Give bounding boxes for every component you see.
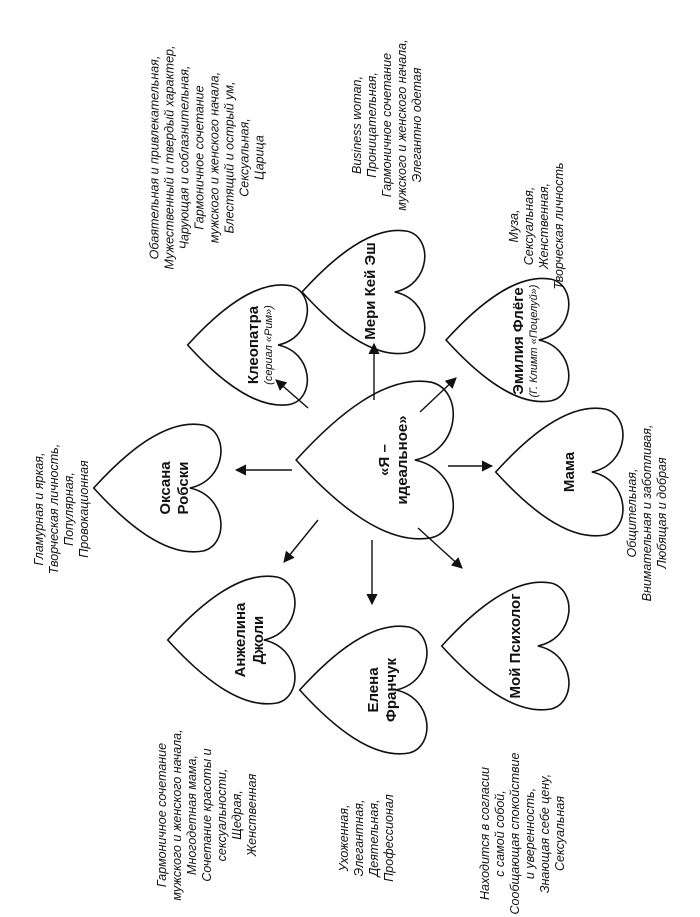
elena-label-text: Елена Франчук xyxy=(365,658,400,722)
heart-label-mama: Мама xyxy=(543,427,578,517)
heart-label-psiholog: Мой Психолог xyxy=(489,591,533,701)
psiholog-label-text: Мой Психолог xyxy=(507,593,524,699)
mama-label-text: Мама xyxy=(561,451,578,493)
traits-kleopatra: Обаятельная и привлекательная, Мужествен… xyxy=(147,45,267,270)
traits-mama: Общительная, Внимательная и заботливая, … xyxy=(625,424,669,602)
meri-label-text: Мери Кей Эш xyxy=(362,242,379,340)
traits-emilia: Муза, Сексуальная, Женственная, Творческ… xyxy=(507,162,566,290)
heart-elena xyxy=(298,625,428,755)
oksana-label-text: Оксана Робски xyxy=(157,461,192,515)
arrow-to-anzhelina xyxy=(283,519,319,563)
heart-emilia xyxy=(444,277,570,403)
traits-meri: Business woman, Проницательная, Гармонич… xyxy=(350,39,424,211)
traits-oksana: Гламурная и яркая, Творческая личность, … xyxy=(32,443,91,575)
heart-kleopatra xyxy=(186,284,309,406)
traits-elena: Ухоженная, Элегантная, Деятельная, Профе… xyxy=(337,794,396,882)
arrow-to-emilia xyxy=(419,377,457,413)
heart-center xyxy=(295,380,454,540)
center-label-text: «Я – идеальное» xyxy=(376,415,411,505)
heart-anzhelina xyxy=(166,575,296,705)
heart-label-kleopatra: Клеопатра (сериал «Рим») xyxy=(227,285,277,405)
heart-label-anzhelina: Анжелина Джоли xyxy=(214,580,267,700)
heart-label-elena: Елена Франчук xyxy=(347,635,400,745)
heart-psiholog xyxy=(440,581,570,711)
traits-anzhelina: Гармоничное сочетание мужского и женског… xyxy=(155,729,259,901)
heart-label-oksana: Оксана Робски xyxy=(139,433,192,543)
kleopatra-label-text: Клеопатра xyxy=(245,305,262,385)
heart-label-meri: Мери Кей Эш xyxy=(344,236,390,346)
arrow-to-psiholog xyxy=(417,527,463,569)
traits-psiholog: Находится в согласии с самой собой, Сооб… xyxy=(478,752,567,915)
heart-label-center: «Я – идеальное» xyxy=(358,400,411,520)
kleopatra-sub-text: (сериал «Рим») xyxy=(263,305,275,385)
heart-oksana xyxy=(92,423,222,553)
arrow-to-kleopatra xyxy=(275,379,309,409)
heart-mama xyxy=(494,407,624,537)
